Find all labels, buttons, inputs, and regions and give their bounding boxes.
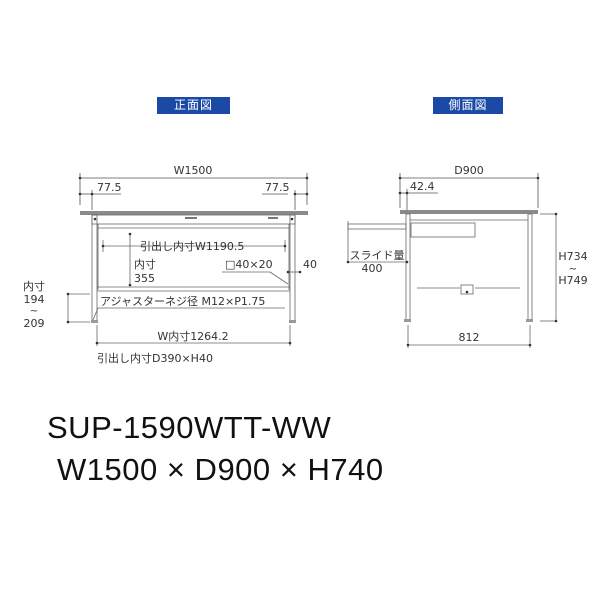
drawer-inner-width: 引出し内寸W1190.5	[140, 239, 244, 253]
height-tilde: ~	[569, 264, 577, 275]
lower-inner-min: 194	[24, 293, 45, 306]
front-width-label: W1500	[174, 164, 213, 177]
front-view-badge: 正面図	[157, 97, 230, 114]
inner-height-value: 355	[134, 272, 155, 285]
height-max: H749	[558, 274, 587, 287]
lower-inner-label: 内寸	[23, 279, 45, 293]
inner-height-label: 内寸	[134, 257, 156, 271]
front-left-offset: 77.5	[97, 181, 122, 194]
drawer-inner-dims: 引出し内寸D390×H40	[97, 351, 213, 365]
lower-inner-tilde: ~	[30, 306, 38, 317]
pipe-size: □40×20	[225, 258, 273, 271]
lower-inner-max: 209	[24, 317, 45, 330]
slide-value: 400	[362, 262, 383, 275]
front-tabletop	[80, 211, 308, 215]
product-model: SUP-1590WTT-WW	[47, 410, 332, 445]
side-view-badge: 側面図	[433, 97, 503, 114]
side-offset: 42.4	[410, 180, 435, 193]
side-tabletop	[400, 210, 538, 214]
side-depth-label: D900	[454, 164, 483, 177]
adjuster-note: アジャスターネジ径 M12×P1.75	[100, 295, 265, 308]
product-dimensions: W1500 × D900 × H740	[57, 452, 384, 487]
frame-40: 40	[303, 258, 317, 271]
inner-width: W内寸1264.2	[157, 329, 228, 343]
slide-label: スライド量	[350, 249, 405, 262]
height-min: H734	[558, 250, 587, 263]
front-right-offset: 77.5	[265, 181, 290, 194]
leg-span: 812	[459, 331, 480, 344]
